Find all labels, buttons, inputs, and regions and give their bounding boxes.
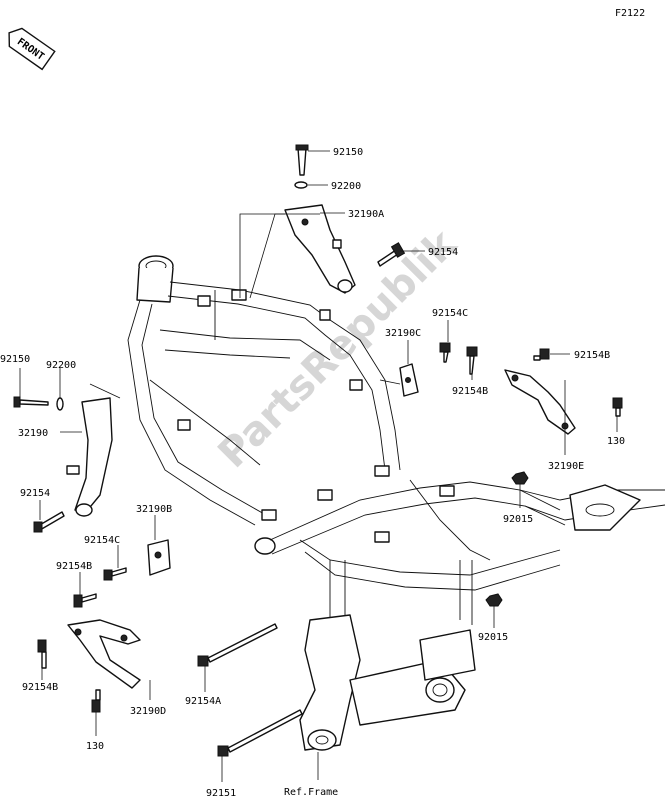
washer-92200-top <box>294 181 308 189</box>
bracket-32190c <box>399 363 419 397</box>
callout-92200-top: 92200 <box>331 181 361 192</box>
diagram-code: F2122 <box>615 8 645 19</box>
callout-32190e: 32190E <box>548 461 584 472</box>
bolt-130-right <box>612 397 623 417</box>
callout-92154b-right-a: 92154B <box>452 386 488 397</box>
callout-92015-b: 92015 <box>478 632 508 643</box>
callout-92015-a: 92015 <box>503 514 533 525</box>
callout-92154a: 92154A <box>185 696 221 707</box>
bolt-92154c-left <box>103 567 127 581</box>
front-arrow-icon: FRONT <box>8 27 56 71</box>
bolt-92154b-right-b <box>533 348 550 361</box>
callout-92151: 92151 <box>206 788 236 799</box>
callout-92154b-left-b: 92154B <box>22 682 58 693</box>
main-frame <box>127 255 666 751</box>
callout-32190a: 32190A <box>348 209 384 220</box>
bolt-92154c-right <box>439 342 451 363</box>
callout-32190b: 32190B <box>136 504 172 515</box>
callout-92150-top: 92150 <box>333 147 363 158</box>
bolt-92154-top <box>377 242 406 267</box>
callout-92150-left: 92150 <box>0 354 30 365</box>
callout-92154c-right: 92154C <box>432 308 468 319</box>
bolt-92154b-left-a <box>73 593 97 608</box>
bolt-92150-left <box>13 396 49 408</box>
nut-92015-b <box>485 593 503 607</box>
bolt-92154b-right-a <box>466 346 478 375</box>
callout-32190d: 32190D <box>130 706 166 717</box>
leader-lines <box>19 150 618 782</box>
callout-130-left: 130 <box>86 741 104 752</box>
callout-ref-frame: Ref.Frame <box>284 787 338 798</box>
washer-92200-left <box>56 397 64 411</box>
bracket-32190b <box>147 539 171 576</box>
bolt-92154b-left-b <box>37 639 47 669</box>
bracket-32190d <box>67 619 141 689</box>
bolt-130-left <box>91 689 101 713</box>
bracket-32190e <box>504 369 576 435</box>
callout-92154-left: 92154 <box>20 488 50 499</box>
callout-92154-top: 92154 <box>428 247 458 258</box>
callout-92200-left: 92200 <box>46 360 76 371</box>
callout-32190c: 32190C <box>385 328 421 339</box>
bracket-32190 <box>66 397 113 517</box>
bolt-92154-left <box>33 511 65 533</box>
bracket-32190a <box>284 204 356 294</box>
callout-92154b-left-a: 92154B <box>56 561 92 572</box>
callout-32190: 32190 <box>18 428 48 439</box>
nut-92015-a <box>511 471 529 485</box>
bolt-92151 <box>217 709 303 757</box>
bolt-92154a <box>197 623 278 667</box>
bolt-92150-top <box>295 144 309 176</box>
callout-92154c-left: 92154C <box>84 535 120 546</box>
callout-92154b-right-b: 92154B <box>574 350 610 361</box>
callout-labels: 92150 92200 32190A 92154 92154C 32190C 9… <box>0 147 625 799</box>
callout-130-right: 130 <box>607 436 625 447</box>
